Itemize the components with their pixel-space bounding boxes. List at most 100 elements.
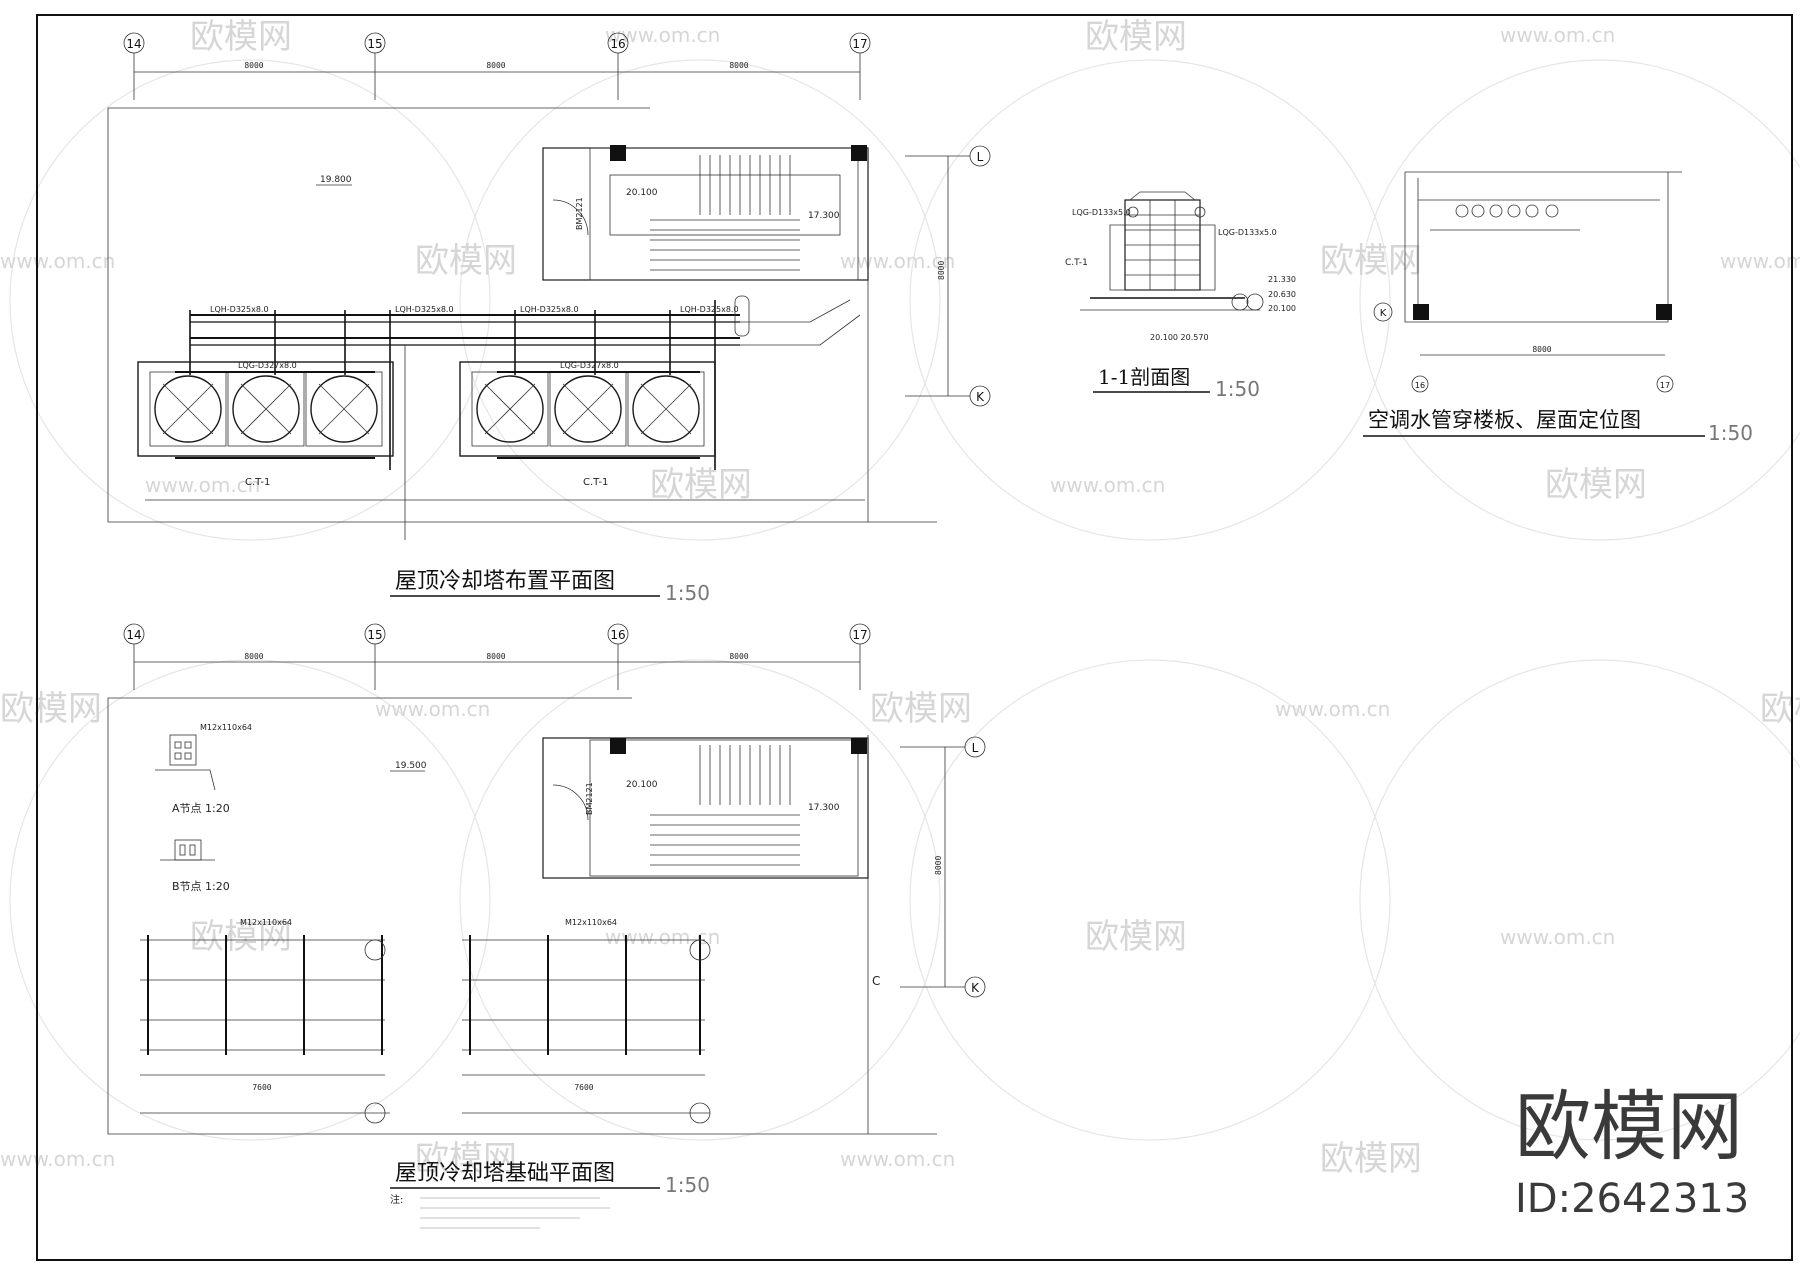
cooling-tower-group-right: LQG-D327x8.0 C.T-1 xyxy=(459,361,716,488)
axis-label: 15 xyxy=(367,628,382,642)
side-marker: C xyxy=(872,974,880,988)
section-tower-label: C.T-1 xyxy=(1065,258,1088,268)
plan-cooling-tower-layout: 14 15 16 17 8000 8000 8000 xyxy=(107,32,991,605)
watermark-logo: 欧模网 xyxy=(1320,1139,1422,1179)
plan-scale: 1:50 xyxy=(665,1173,710,1197)
bolt-label: M12x110x64 xyxy=(240,918,292,927)
watermark-logo: 欧模网 xyxy=(415,241,517,281)
cooling-tower-group-left: LQG-D327x8.0 C.T-1 xyxy=(137,361,394,488)
watermark-texts: 欧模网 www.om.cn 欧模网 www.om.cn www.om.cn 欧模… xyxy=(0,17,1800,1179)
dim-bay: 8000 xyxy=(244,652,263,661)
dim-bay: 8000 xyxy=(729,652,748,661)
elevation-label: 17.300 xyxy=(808,211,840,221)
axis-label: K xyxy=(1380,308,1387,319)
watermark-arcs xyxy=(9,59,1800,1141)
door-label: BM2121 xyxy=(575,197,584,230)
watermark-url: www.om.cn xyxy=(0,1147,115,1171)
axis-label: 17 xyxy=(1660,381,1670,390)
brand-stamp: 欧模网 ID:2642313 xyxy=(1515,1082,1749,1222)
watermark-logo: 欧模网 xyxy=(650,465,752,505)
pipe-penetrations xyxy=(1455,204,1559,218)
pipe-label: LQH-D325x8.0 xyxy=(680,305,739,314)
watermark-logo: 欧模网 xyxy=(1320,241,1422,281)
dim-locate: 8000 xyxy=(1532,345,1551,354)
axis-label: 15 xyxy=(367,37,382,51)
stair-treads xyxy=(650,745,800,866)
node-b-label: B节点 1:20 xyxy=(172,880,230,893)
pipe-label: LQG-D327x8.0 xyxy=(560,361,619,370)
node-details: M12x110x64 A节点 1:20 B节点 1:20 xyxy=(155,723,252,893)
watermark-url: www.om.cn xyxy=(840,1147,955,1171)
foundation-grid-right: 7600 M12x110x64 xyxy=(462,918,711,1124)
watermark-logo: 欧模网 xyxy=(870,689,972,729)
plan-cooling-tower-foundation: 14 15 16 17 8000 8000 8000 C xyxy=(107,623,986,1229)
section-pipe-label: LQG-D133x5.0 xyxy=(1218,228,1277,237)
watermark-url: www.om.cn xyxy=(145,473,260,497)
watermark-logo: 欧模网 xyxy=(1760,689,1800,729)
section-title: 1-1剖面图 xyxy=(1098,365,1190,389)
bolt-label: M12x110x64 xyxy=(200,723,252,732)
axis-label: 17 xyxy=(852,628,867,642)
section-elevation: 20.100 xyxy=(1268,304,1296,313)
section-elevation: 20.630 xyxy=(1268,290,1296,299)
elevation-label: 19.500 xyxy=(395,761,427,771)
section-scale: 1:50 xyxy=(1215,377,1260,401)
tower-label: C.T-1 xyxy=(583,477,608,488)
bolt-label: M12x110x64 xyxy=(565,918,617,927)
foundation-grid-left: 7600 M12x110x64 xyxy=(140,918,390,1124)
note-heading: 注: xyxy=(390,1193,403,1206)
watermark-url: www.om.cn xyxy=(1500,925,1615,949)
dim-foundation: 7600 xyxy=(574,1083,593,1092)
brand-id: ID:2642313 xyxy=(1515,1176,1749,1222)
plan-title: 屋顶冷却塔布置平面图 xyxy=(395,569,615,594)
watermark-url: www.om.cn xyxy=(605,925,720,949)
watermark-url: www.om.cn xyxy=(840,249,955,273)
elevation-label: 20.100 xyxy=(626,188,658,198)
axis-label: K xyxy=(976,390,985,404)
plan-scale: 1:50 xyxy=(665,581,710,605)
axis-label: 14 xyxy=(126,628,141,642)
dim-bay: 8000 xyxy=(729,61,748,70)
axis-label: L xyxy=(972,741,979,755)
plan-title: 屋顶冷却塔基础平面图 xyxy=(395,1161,615,1186)
axis-label: L xyxy=(977,150,984,164)
stair-treads xyxy=(650,155,800,271)
watermark-url: www.om.cn xyxy=(1720,249,1800,273)
pipe-network xyxy=(189,295,861,470)
watermark-url: www.om.cn xyxy=(1500,23,1615,47)
elevation-label: 17.300 xyxy=(808,803,840,813)
watermark-url: www.om.cn xyxy=(1275,697,1390,721)
grid-axis-top: 14 15 16 17 8000 8000 8000 xyxy=(123,32,871,100)
watermark-logo: 欧模网 xyxy=(1085,917,1187,957)
dim-bay: 8000 xyxy=(486,652,505,661)
axis-label: K xyxy=(971,981,980,995)
tower-label: C.T-1 xyxy=(245,477,270,488)
dim-bay: 8000 xyxy=(244,61,263,70)
dim-bay: 8000 xyxy=(486,61,505,70)
watermark-logo: 欧模网 xyxy=(1545,465,1647,505)
watermark-logo: 欧模网 xyxy=(1085,17,1187,57)
pipe-penetration-plan: K 8000 16 17 空调水管穿楼板、屋面定位图 1:50 xyxy=(1363,171,1753,445)
locate-scale: 1:50 xyxy=(1708,421,1753,445)
section-pipe-label: LQG-D133x5.0 xyxy=(1072,208,1131,217)
pipe-label: LQH-D325x8.0 xyxy=(395,305,454,314)
section-elevation: 20.100 20.570 xyxy=(1150,333,1209,342)
pipe-label: LQH-D325x8.0 xyxy=(520,305,579,314)
watermark-url: www.om.cn xyxy=(1050,473,1165,497)
brand-name: 欧模网 xyxy=(1515,1082,1743,1171)
axis-label: 16 xyxy=(610,37,625,51)
axis-label: 16 xyxy=(1415,381,1425,390)
sheet-border xyxy=(36,14,1793,1261)
watermark-logo: 欧模网 xyxy=(415,1139,517,1179)
node-a-label: A节点 1:20 xyxy=(172,802,230,815)
axis-label: 16 xyxy=(610,628,625,642)
dim-vertical: 8000 xyxy=(937,261,946,280)
pipe-label: LQG-D327x8.0 xyxy=(238,361,297,370)
elevation-label: 19.800 xyxy=(320,175,352,185)
section-elevation: 21.330 xyxy=(1268,275,1296,284)
watermark-logo: 欧模网 xyxy=(190,917,292,957)
locate-title: 空调水管穿楼板、屋面定位图 xyxy=(1368,408,1641,432)
dim-foundation: 7600 xyxy=(252,1083,271,1092)
watermark-logo: 欧模网 xyxy=(190,17,292,57)
